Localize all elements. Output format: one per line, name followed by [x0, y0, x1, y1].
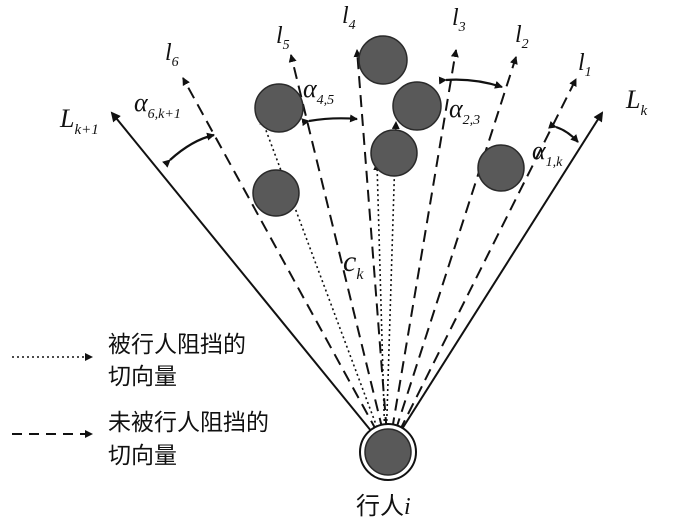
angle-arc-a1k [548, 120, 579, 143]
label-pedestrian-i: 行人i [356, 492, 411, 520]
tangent-l4 [353, 49, 389, 449]
legend-blocked-label-2: 切向量 [108, 364, 177, 390]
angle-arc-a23 [438, 76, 503, 89]
angle-arcs [162, 76, 579, 168]
label-l3: l3 [452, 5, 466, 35]
label-l4: l4 [342, 3, 356, 33]
legend-unblocked-label-1: 未被行人阻挡的 [108, 410, 269, 436]
label-l6: l6 [165, 40, 179, 70]
boundary-line-right [389, 111, 604, 449]
angle-arc-a6k1 [162, 132, 215, 168]
label-l2: l2 [515, 22, 529, 52]
label-L-k: Lk [625, 85, 647, 119]
label-alpha-4-5: α4,5 [303, 74, 334, 108]
label-alpha-6-k+1: α6,k+1 [134, 88, 181, 122]
obstacle-pedestrian [358, 35, 408, 85]
angle-arc-a45 [301, 114, 358, 127]
label-c-k: ck [343, 245, 364, 283]
obstacle-pedestrian [252, 169, 300, 217]
obstacle-pedestrian [370, 129, 418, 177]
legend-blocked-label-1: 被行人阻挡的 [108, 332, 246, 358]
tangent-l3 [388, 49, 459, 449]
tangent-l2 [389, 56, 518, 449]
obstacle-pedestrian [392, 81, 442, 131]
tangent-l6 [182, 77, 387, 449]
pedestrian-i [359, 423, 417, 481]
blocked-vector-1 [259, 116, 385, 447]
legend-unblocked-label-2: 切向量 [108, 443, 177, 469]
obstacle-pedestrian [477, 144, 525, 192]
legend: 被行人阻挡的 切向量 未被行人阻挡的 切向量 [12, 332, 269, 469]
label-L-k+1: Lk+1 [59, 104, 99, 138]
obstacle-pedestrians [252, 35, 525, 217]
tangent-l1 [390, 78, 577, 449]
label-alpha-2-3: α2,3 [449, 94, 480, 128]
unblocked-tangent-vectors [182, 49, 577, 449]
obstacle-pedestrian [254, 83, 304, 133]
label-l5: l5 [276, 23, 290, 53]
blocked-vector-2 [373, 162, 386, 447]
label-l1: l1 [578, 50, 592, 80]
label-alpha-1-k: α1,k [532, 136, 563, 170]
tangent-l5 [288, 54, 388, 449]
boundary-line-left [110, 111, 386, 449]
